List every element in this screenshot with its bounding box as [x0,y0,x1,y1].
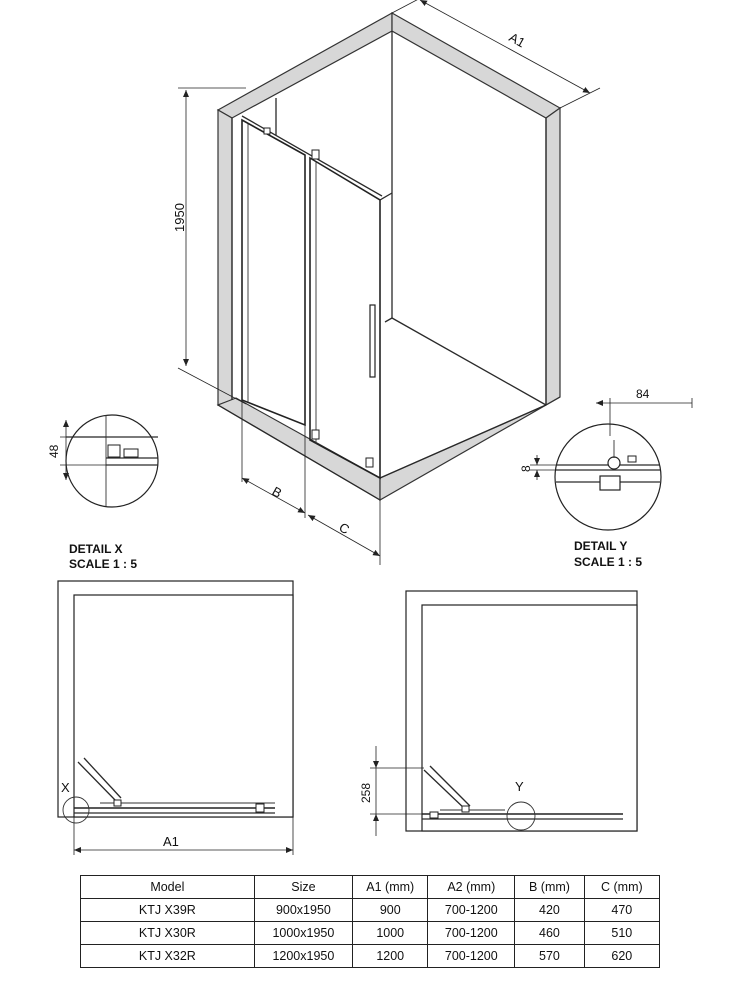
header-c: C (mm) [583,875,661,899]
header-a2: A2 (mm) [427,875,516,899]
dim-b-label: B [270,484,285,501]
cell-model: KTJ X39R [80,898,255,922]
dim-c-label: C [337,520,352,538]
detail-y-dim-top: 84 [636,387,650,401]
cell-a2: 700-1200 [427,898,516,922]
detail-y-dim-side: 8 [519,465,533,472]
detail-x-dim-label: 48 [47,444,61,458]
glass-panels [241,98,383,480]
cell-model: KTJ X30R [80,921,255,945]
cell-c: 510 [583,921,661,945]
isometric-view: A1 1950 B C [172,0,601,565]
dimension-height: 1950 [172,87,247,405]
cell-b: 420 [514,898,585,922]
cell-size: 1200x1950 [253,944,354,968]
detail-x-scale: SCALE 1 : 5 [69,557,137,571]
plan-view-left: X A1 [57,580,294,855]
dimension-a1: A1 [391,0,601,109]
detail-y-title: DETAIL Y [574,539,627,553]
cell-c: 620 [583,944,661,968]
header-b: B (mm) [514,875,585,899]
cell-a1: 900 [352,898,429,922]
cell-b: 570 [514,944,585,968]
header-size: Size [253,875,354,899]
table-row: KTJ X39R 900x1950 900 700-1200 420 470 [80,898,661,922]
cell-c: 470 [583,898,661,922]
detail-x-circle [65,414,159,508]
cell-model: KTJ X32R [80,944,255,968]
technical-drawing: A1 1950 B C [47,0,693,855]
table-header-row: Model Size A1 (mm) A2 (mm) B (mm) C (mm) [80,875,661,899]
door-handle [369,304,376,378]
dim-height-label: 1950 [172,203,187,232]
detail-x: 48 DETAIL X SCALE 1 : 5 [47,414,159,571]
plan-left-dim-label: A1 [163,834,179,849]
cell-size: 900x1950 [253,898,354,922]
dimension-c: C [307,500,381,565]
plan-right-dim-label: 258 [359,783,373,803]
detail-y-scale: SCALE 1 : 5 [574,555,642,569]
header-model: Model [80,875,255,899]
plan-view-right: Y 258 [359,590,638,836]
cell-a1: 1200 [352,944,429,968]
plan-right-marker: Y [515,779,524,794]
table-row: KTJ X30R 1000x1950 1000 700-1200 460 510 [80,921,661,945]
cell-a1: 1000 [352,921,429,945]
detail-x-title: DETAIL X [69,542,123,556]
specification-table: Model Size A1 (mm) A2 (mm) B (mm) C (mm)… [80,875,661,968]
enclosure-walls [216,11,562,502]
dim-a1-label: A1 [507,30,528,51]
enclosure-interior [217,31,547,501]
cell-size: 1000x1950 [253,921,354,945]
table-row: KTJ X32R 1200x1950 1200 700-1200 570 620 [80,944,661,968]
cell-b: 460 [514,921,585,945]
detail-y: 84 8 DETAIL Y SCALE 1 : 5 [519,387,693,569]
plan-left-marker: X [61,780,70,795]
header-a1: A1 (mm) [352,875,429,899]
cell-a2: 700-1200 [427,944,516,968]
cell-a2: 700-1200 [427,921,516,945]
